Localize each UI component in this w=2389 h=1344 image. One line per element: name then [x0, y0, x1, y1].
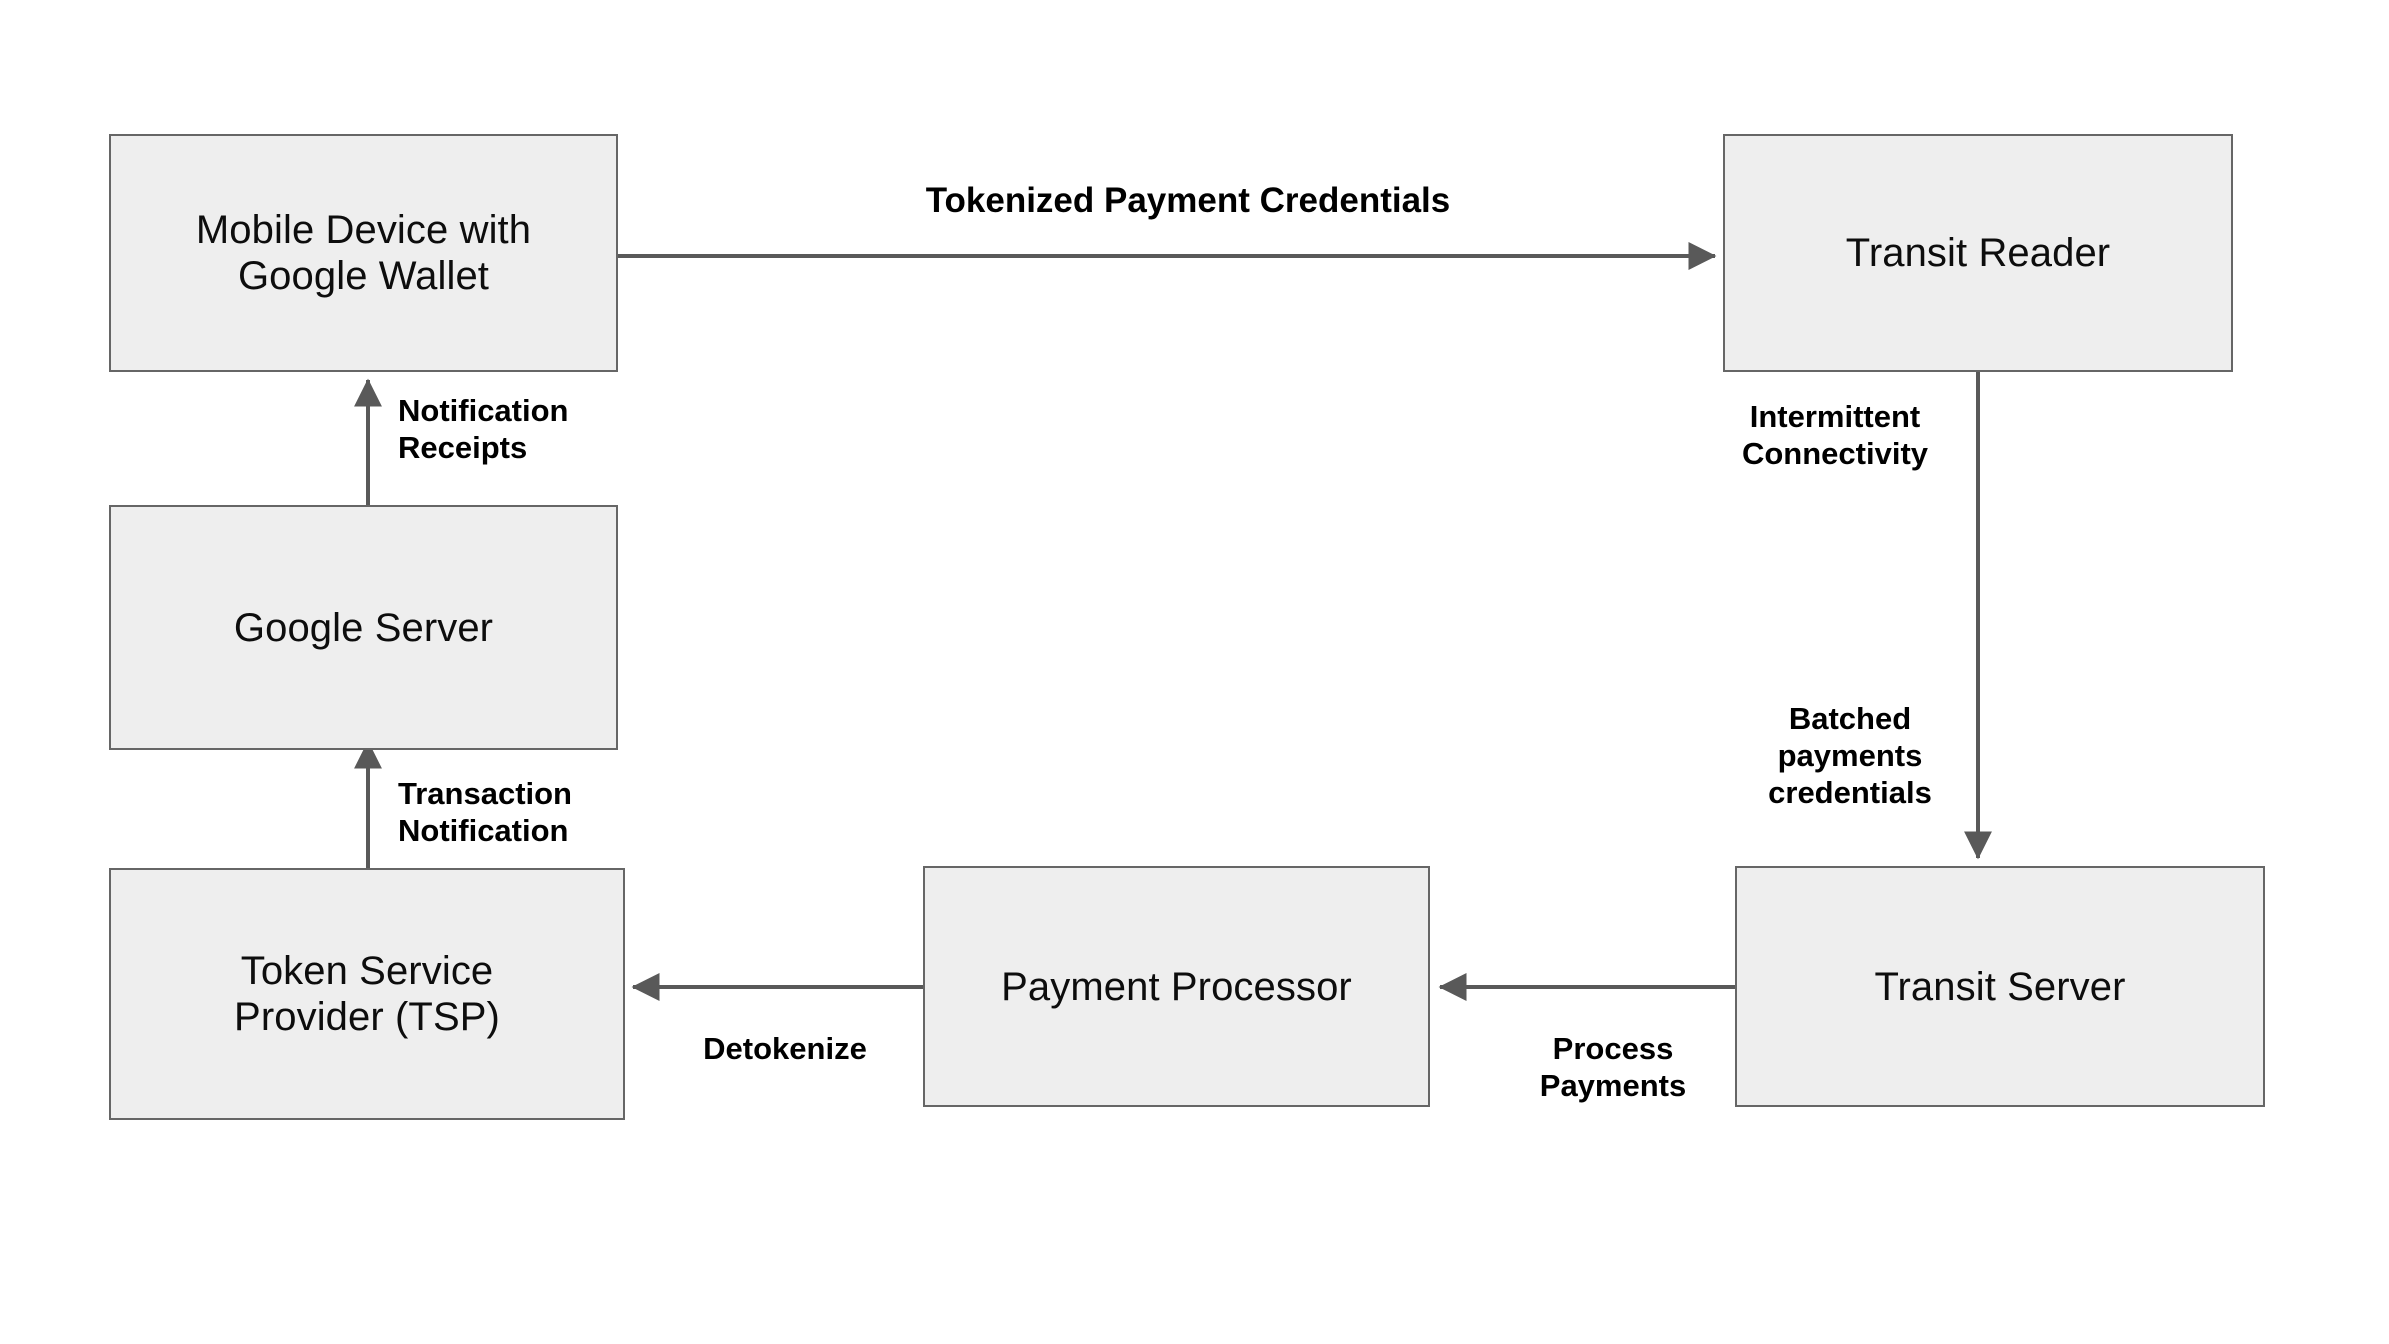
- node-google-server[interactable]: Google Server: [109, 505, 618, 750]
- node-payment-processor[interactable]: Payment Processor: [923, 866, 1430, 1107]
- edge-label-notification-receipts: Notification Receipts: [398, 393, 569, 466]
- edge-label-transaction-notification: Transaction Notification: [398, 776, 572, 849]
- edge-label-tokenized-payment-credentials: Tokenized Payment Credentials: [925, 181, 1451, 220]
- edge-label-process-payments: Process Payments: [1539, 1031, 1687, 1104]
- node-transit-server-label: Transit Server: [1874, 964, 2126, 1009]
- edge-label-detokenize: Detokenize: [703, 1031, 867, 1066]
- node-mobile-device[interactable]: Mobile Device with Google Wallet: [109, 134, 618, 372]
- node-transit-reader[interactable]: Transit Reader: [1723, 134, 2233, 372]
- node-token-service-provider-label: Token Service Provider (TSP): [234, 949, 500, 1039]
- node-mobile-device-label: Mobile Device with Google Wallet: [195, 208, 532, 298]
- node-payment-processor-label: Payment Processor: [1001, 964, 1352, 1009]
- edge-label-intermittent-connectivity: Intermittent Connectivity: [1741, 399, 1929, 472]
- node-transit-reader-label: Transit Reader: [1845, 231, 2111, 275]
- node-transit-server[interactable]: Transit Server: [1735, 866, 2265, 1107]
- node-token-service-provider[interactable]: Token Service Provider (TSP): [109, 868, 625, 1120]
- node-google-server-label: Google Server: [233, 605, 494, 650]
- edge-label-batched-payments-credentials: Batched payments credentials: [1768, 701, 1932, 811]
